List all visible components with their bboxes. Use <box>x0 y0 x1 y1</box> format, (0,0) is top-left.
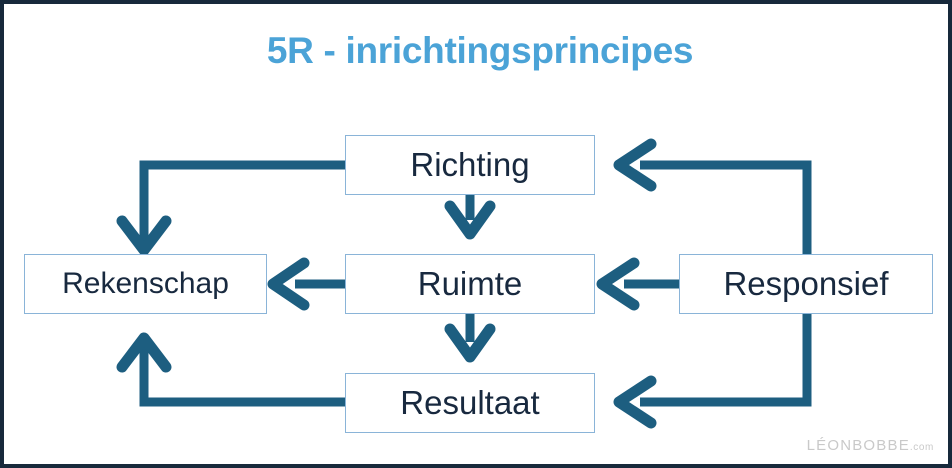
node-richting-label: Richting <box>410 146 530 183</box>
node-resultaat-label: Resultaat <box>400 384 540 421</box>
node-richting[interactable]: Richting <box>345 135 595 195</box>
node-ruimte[interactable]: Ruimte <box>345 254 595 314</box>
edge-richting-to-rekenschap <box>116 160 345 256</box>
watermark-name: LÉONBOBBE <box>806 437 910 454</box>
watermark: LÉONBOBBE.com <box>807 437 934 454</box>
diagram-connectors <box>116 138 812 429</box>
node-ruimte-label: Ruimte <box>417 265 523 302</box>
node-rekenschap-label: Rekenschap <box>62 267 229 300</box>
edge-responsief-to-ruimte <box>596 257 679 311</box>
node-responsief-label: Responsief <box>723 265 889 302</box>
edge-resultaat-to-rekenschap <box>116 332 345 407</box>
edge-ruimte-to-resultaat <box>444 314 496 363</box>
watermark-suffix: .com <box>909 442 934 453</box>
edge-richting-to-ruimte <box>444 195 496 240</box>
edge-responsief-to-richting <box>613 138 812 254</box>
edge-responsief-to-resultaat <box>613 314 812 429</box>
edge-ruimte-to-rekenschap <box>267 257 345 311</box>
node-resultaat[interactable]: Resultaat <box>345 373 595 433</box>
node-responsief[interactable]: Responsief <box>679 254 933 314</box>
page-title: 5R - inrichtingsprincipes <box>266 30 694 71</box>
node-rekenschap[interactable]: Rekenschap <box>24 254 267 314</box>
